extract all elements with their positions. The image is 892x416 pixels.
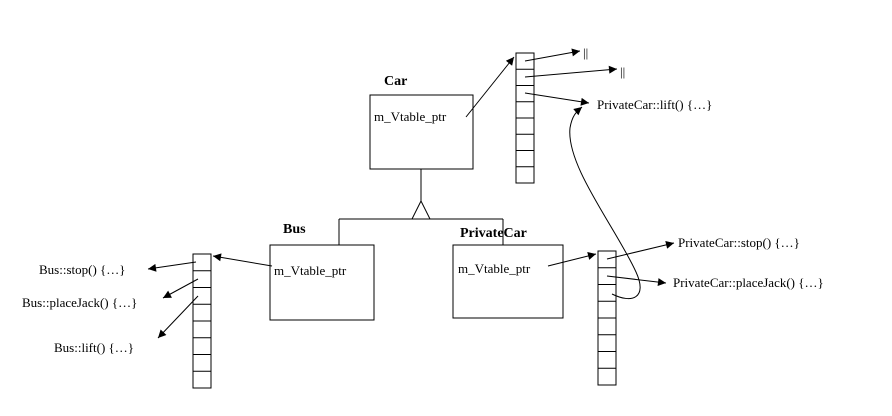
privatecar-vtable-dividers [598,267,616,369]
privatecar-vtable-ptr-field: m_Vtable_ptr [458,261,531,276]
car-vtable-ptr-field: m_Vtable_ptr [374,109,447,124]
privatecar-class-title: PrivateCar [460,226,527,241]
bus-class-title: Bus [283,222,306,237]
car-vtable-dividers [516,68,534,168]
bus-stop-label: Bus::stop() {…} [39,262,126,277]
bus-lift-label: Bus::lift() {…} [54,340,134,355]
privatecar-lift-curve-arrow [569,106,641,300]
car-entry2-null: || [620,64,625,79]
bus-vtable-ptr-field: m_Vtable_ptr [274,263,347,278]
bus-class-box [269,244,375,321]
car-entry2-arrow [524,65,618,78]
privatecar-entry2-arrow [606,275,667,287]
car-entry1-arrow [524,48,581,62]
bus-entry3-arrow [157,295,199,339]
inheritance-triangle [411,199,431,220]
privatecar-stop-label: PrivateCar::stop() {…} [678,235,800,250]
privatecar-class-box [452,244,564,319]
car-entry3-arrow [524,92,590,106]
privatecar-vptr-arrow [547,252,597,267]
bus-vtable-dividers [193,270,211,372]
privatecar-placejack-label: PrivateCar::placeJack() {…} [673,275,824,290]
car-class-box [369,94,474,170]
privatecar-lift-label: PrivateCar::lift() {…} [597,97,712,112]
bus-vptr-arrow [212,253,273,267]
car-class-title: Car [384,74,407,89]
car-vptr-arrow [465,56,515,118]
car-entry1-null: || [583,45,588,60]
privatecar-entry1-arrow [606,240,675,260]
bus-placejack-label: Bus::placeJack() {…} [22,295,137,310]
bus-entry2-arrow [162,278,199,299]
bus-entry1-arrow [147,261,197,272]
